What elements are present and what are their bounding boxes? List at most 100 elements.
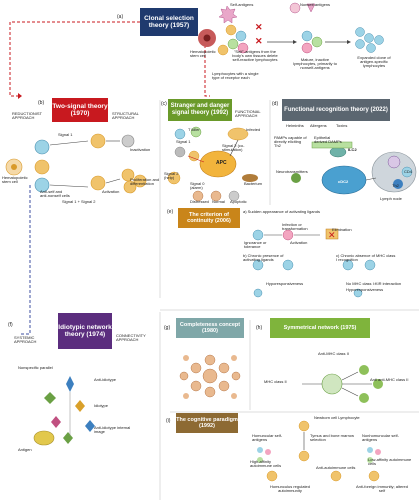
label-inactivation: Inactivation bbox=[130, 147, 151, 152]
panel-a-title: Clonal selection theory (1957) bbox=[140, 8, 198, 36]
panel-e-title: The criterion of continuity (2006) bbox=[178, 208, 240, 228]
arrowhead-a-b bbox=[18, 93, 22, 99]
label-hsc-a: Hematopoietic stem cell bbox=[190, 49, 216, 59]
label-signal2-cost: Signal 2 (co-stimulation) bbox=[222, 143, 245, 153]
label-toxins: Toxins bbox=[336, 123, 348, 128]
label-mature: Mature, inactive lymphocytes, primarily … bbox=[292, 57, 337, 71]
label-anti-mhc2: Anti-MHC class II bbox=[318, 351, 349, 356]
label-newborn: Newborn cell Lymphocyte bbox=[314, 415, 360, 420]
label-hsc-b: Hematopoietic stem cell bbox=[2, 175, 28, 185]
label-tymus: Tymus and bone marrow selection bbox=[310, 433, 355, 443]
svg-text:✕: ✕ bbox=[328, 230, 336, 240]
label-antiidiotype: Anti-idiotype bbox=[94, 377, 117, 382]
panel-b-illustration bbox=[5, 133, 147, 194]
label-signal12: Signal 1 + Signal 2 bbox=[62, 199, 96, 204]
label-tkiller: T killer bbox=[188, 127, 200, 132]
label-antiself: Anti-self and anti-nonself cells bbox=[40, 189, 70, 199]
label-lymph-node: Lymph node bbox=[380, 196, 402, 201]
label-functional: FUNCTIONAL APPROACH bbox=[235, 109, 261, 119]
label-helminths: Helminths bbox=[286, 123, 304, 128]
label-hypo1: Hyporesponsiveness bbox=[266, 281, 304, 286]
label-normal: Normal bbox=[212, 199, 225, 204]
label-neurotransm: Neurotransmitters bbox=[276, 169, 308, 174]
label-regulated: Homunculus regulated autoimmunity bbox=[269, 484, 311, 494]
label-idiotype: Idiotype bbox=[94, 403, 109, 408]
panel-g-tag: (g) bbox=[164, 325, 171, 331]
antigen-icon bbox=[33, 430, 55, 446]
panel-c-illustration bbox=[167, 126, 258, 202]
label-e-a: a) Sudden appearance of activating ligan… bbox=[243, 209, 320, 214]
label-self-in-body: "Self"-antigens from the body's own tiss… bbox=[232, 49, 278, 63]
label-activation-e: Activation bbox=[290, 240, 308, 245]
panel-f-title: Idiotypic network theory (1974) bbox=[58, 313, 112, 349]
label-cd4: CD4 bbox=[404, 169, 413, 174]
panel-h-title: Symmetrical network (1975) bbox=[270, 318, 370, 338]
label-e-c: c) Chronic absence of MHC class I recogn… bbox=[336, 253, 396, 263]
panel-d-title: Functional recognition theory (2022) bbox=[282, 99, 390, 121]
label-apoptotic: Apoptotic bbox=[230, 199, 247, 204]
label-high-affinity: High-affinity autoimmune cells bbox=[250, 459, 282, 469]
svg-text:✕: ✕ bbox=[255, 36, 263, 46]
label-signal1-b: Signal 1 bbox=[58, 132, 73, 137]
label-signal2-help: Signal 2 (help) bbox=[164, 171, 179, 181]
label-structural: STRUCTURAL APPROACH bbox=[112, 111, 139, 121]
label-lymph-single: Lymphocytes with a single type of recept… bbox=[212, 71, 259, 81]
label-infection: Infection or transformation bbox=[282, 222, 308, 232]
label-apc: APC bbox=[216, 160, 227, 166]
svg-text:✕: ✕ bbox=[255, 22, 263, 32]
label-nonspecific: Nonspecific parallel bbox=[18, 365, 53, 370]
panel-h-illustration bbox=[302, 365, 383, 403]
panel-g-title: Completeness concept (1980) bbox=[176, 318, 244, 338]
label-anti-autoimmune: Anti-autoimmune cells bbox=[316, 465, 356, 470]
label-ignorance: Ignorance or tolerance bbox=[244, 240, 267, 250]
panel-e-illustration: ✕ bbox=[252, 228, 376, 298]
panel-g-illustration bbox=[179, 354, 241, 399]
label-signal0: Signal 0 (alarm) bbox=[190, 181, 205, 191]
panel-d-tag: (d) bbox=[272, 101, 279, 107]
label-cdc2: cDC2 bbox=[338, 179, 349, 184]
label-anti-anti: Anti anti-MHC class II bbox=[370, 377, 409, 382]
label-bacterium: Bacterium bbox=[244, 181, 263, 186]
label-infected: Infected bbox=[246, 127, 261, 132]
label-low-affinity: Low-affinity autoimmune cells bbox=[368, 457, 412, 467]
label-activation-b: Activation bbox=[102, 189, 120, 194]
panel-a-illustration: ✕ ✕ bbox=[198, 2, 384, 56]
connector-a-b bbox=[9, 21, 140, 97]
label-systemic: SYSTEMIC APPROACH bbox=[14, 335, 37, 345]
panel-d-illustration bbox=[291, 141, 417, 195]
label-ilc2: ILC2 bbox=[348, 147, 357, 152]
panel-b-title: Two-signal theory (1970) bbox=[52, 98, 108, 122]
lymph-node-icon bbox=[371, 151, 417, 193]
panel-i-title: The cognitive paradigm (1992) bbox=[176, 413, 238, 433]
panel-f-illustration bbox=[33, 376, 95, 446]
label-antigen: Antigen bbox=[18, 447, 32, 452]
label-homuncular: Homuncular self-antigens bbox=[252, 433, 283, 443]
label-prolif: Proliferation and differentiation bbox=[130, 177, 160, 187]
nonself-antigen-icon bbox=[289, 2, 301, 14]
label-epithelial: Epithelial derived DAMPs bbox=[314, 135, 342, 145]
label-internal: Anti-idiotype internal image bbox=[94, 425, 131, 435]
label-self-antigens: Self-antigens bbox=[230, 2, 254, 7]
panel-c-tag: (c) bbox=[161, 101, 167, 107]
connector-a-c bbox=[204, 45, 210, 97]
apc-cell-icon bbox=[199, 150, 237, 178]
panel-h-tag: (h) bbox=[256, 325, 263, 331]
panel-f-tag: (f) bbox=[8, 322, 13, 328]
panel-e-tag: (e) bbox=[167, 209, 174, 215]
panel-c-title: Stranger and danger signal theory (1992) bbox=[168, 99, 232, 121]
label-nonself-antigens: Nonself-antigens bbox=[300, 2, 331, 7]
label-reductionist: REDUCTIONIST APPROACH bbox=[12, 111, 42, 121]
panel-i-illustration bbox=[257, 420, 381, 482]
label-mhc2: MHC class II bbox=[264, 379, 287, 384]
label-elimination: Elimination bbox=[332, 227, 352, 232]
self-antigen-icon bbox=[218, 5, 238, 24]
label-signal1-c: Signal 1 bbox=[176, 139, 191, 144]
label-connectivity: CONNECTIVITY APPROACH bbox=[116, 333, 146, 343]
panel-b-tag: (b) bbox=[38, 100, 45, 106]
panel-i-tag: (i) bbox=[166, 418, 171, 424]
label-nonhomuncular: Nonhomuncular self-antigens bbox=[362, 433, 399, 443]
panel-a-tag: (a) bbox=[117, 14, 124, 20]
label-th2: Th2 bbox=[392, 183, 399, 188]
label-pamps: PAMPs capable of directly eliciting Th2 bbox=[274, 135, 307, 149]
label-expanded: Expanded clone of antigen-specific lymph… bbox=[357, 55, 391, 69]
